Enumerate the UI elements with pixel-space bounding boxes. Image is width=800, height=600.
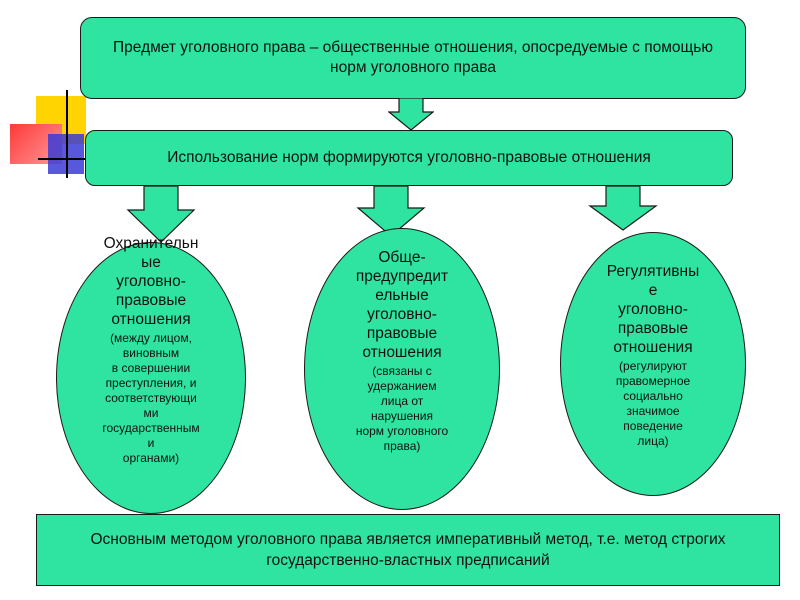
- regulatory-relations-ellipse: Регулятивны е уголовно- правовые отношен…: [560, 232, 746, 496]
- method-box: Основным методом уголовного права являет…: [36, 514, 780, 586]
- method-text: Основным методом уголовного права являет…: [90, 531, 726, 569]
- arrow-down-center: [356, 186, 426, 237]
- arrow-down-left: [126, 186, 196, 243]
- ellipse-title: Охранительн ые уголовно- правовые отноше…: [103, 235, 199, 328]
- ellipse-shape: [56, 242, 246, 514]
- ellipse-desc: (между лицом, виновным в совершении прес…: [102, 331, 200, 465]
- subject-box: Предмет уголовного права – общественные …: [80, 17, 746, 99]
- deco-vertical-line: [66, 90, 68, 178]
- protective-relations-ellipse: Охранительн ые уголовно- правовые отноше…: [56, 235, 246, 514]
- relations-text: Использование норм формируются уголовно-…: [167, 149, 651, 166]
- ellipse-desc: (связаны с удержанием лица от нарушения …: [355, 364, 449, 453]
- preventive-relations-ellipse: Обще- предупредит ельные уголовно- право…: [304, 228, 500, 510]
- deco-horizontal-line: [38, 158, 86, 160]
- ellipse-title: Обще- предупредит ельные уголовно- право…: [355, 249, 449, 361]
- ellipse-desc: (регулируют правомерное социально значим…: [615, 359, 691, 448]
- subject-text: Предмет уголовного права – общественные …: [113, 39, 713, 76]
- ellipse-shape: [304, 228, 500, 510]
- arrow-down-right: [588, 186, 658, 231]
- arrow-down-1: [388, 98, 434, 131]
- ellipse-title: Регулятивны е уголовно- правовые отношен…: [606, 263, 700, 356]
- relations-box: Использование норм формируются уголовно-…: [85, 130, 733, 186]
- ellipse-shape: [560, 232, 746, 496]
